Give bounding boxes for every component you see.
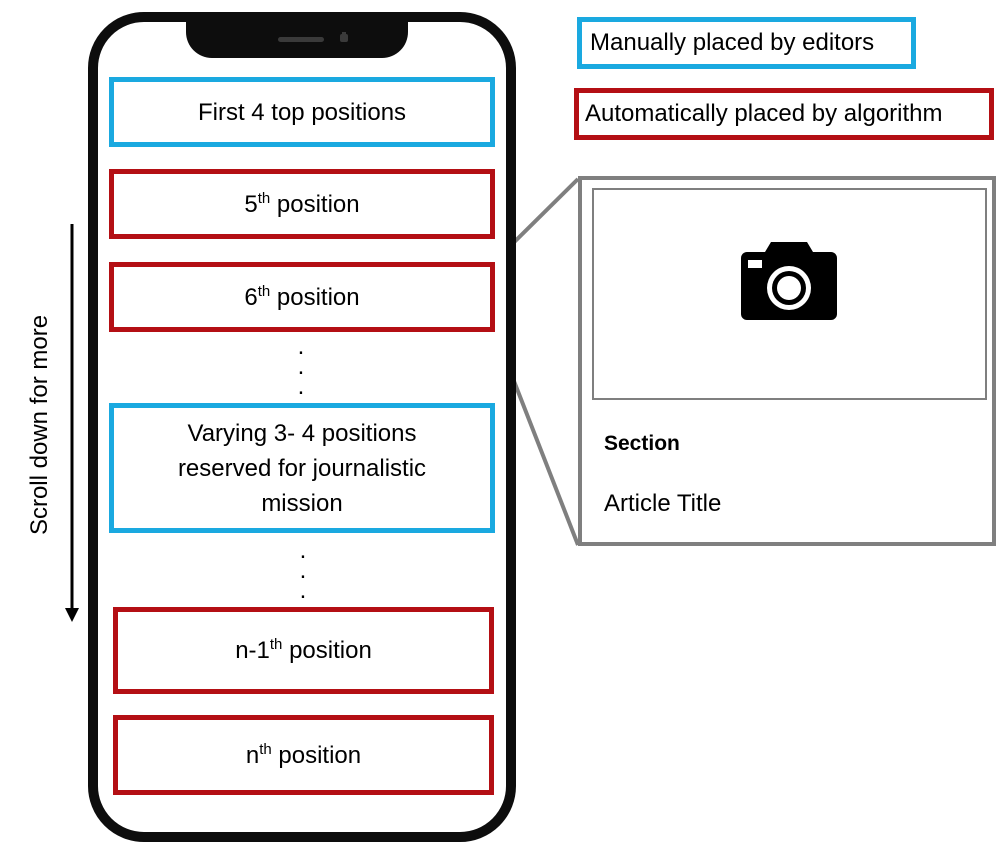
journalistic-mission-label: Varying 3- 4 positions reserved for jour… [177, 419, 427, 517]
first-four-positions-box: First 4 top positions [109, 77, 495, 147]
scroll-down-arrow [65, 224, 79, 622]
legend-auto-label: Automatically placed by algorithm [585, 100, 943, 127]
phone-notch [186, 14, 408, 58]
n-minus-one-position-label: n-1th position [235, 636, 372, 664]
scroll-down-label: Scroll down for more [26, 314, 53, 536]
fifth-position-box: 5th position [109, 169, 495, 239]
article-card: Section Article Title [578, 176, 996, 546]
journalistic-mission-box: Varying 3- 4 positions reserved for jour… [109, 403, 495, 533]
sixth-position-box: 6th position [109, 262, 495, 332]
article-title: Article Title [604, 490, 722, 517]
legend-auto: Automatically placed by algorithm [574, 88, 994, 140]
nth-position-label: nth position [245, 740, 362, 769]
article-image-placeholder [592, 188, 987, 400]
ellipsis-lower: ... [299, 537, 307, 604]
phone-speaker [278, 37, 324, 42]
n-minus-one-position-box: n-1th position [113, 607, 494, 694]
legend-manual-label: Manually placed by editors [590, 29, 875, 56]
front-camera-icon [340, 32, 348, 42]
fifth-position-label: 5th position [244, 189, 360, 218]
first-four-positions-label: First 4 top positions [197, 98, 407, 126]
camera-icon [741, 242, 837, 320]
ellipsis-upper: ... [297, 333, 305, 400]
legend-manual: Manually placed by editors [577, 17, 916, 69]
sixth-position-label: 6th position [244, 282, 360, 311]
nth-position-box: nth position [113, 715, 494, 795]
article-section: Section [604, 432, 680, 455]
